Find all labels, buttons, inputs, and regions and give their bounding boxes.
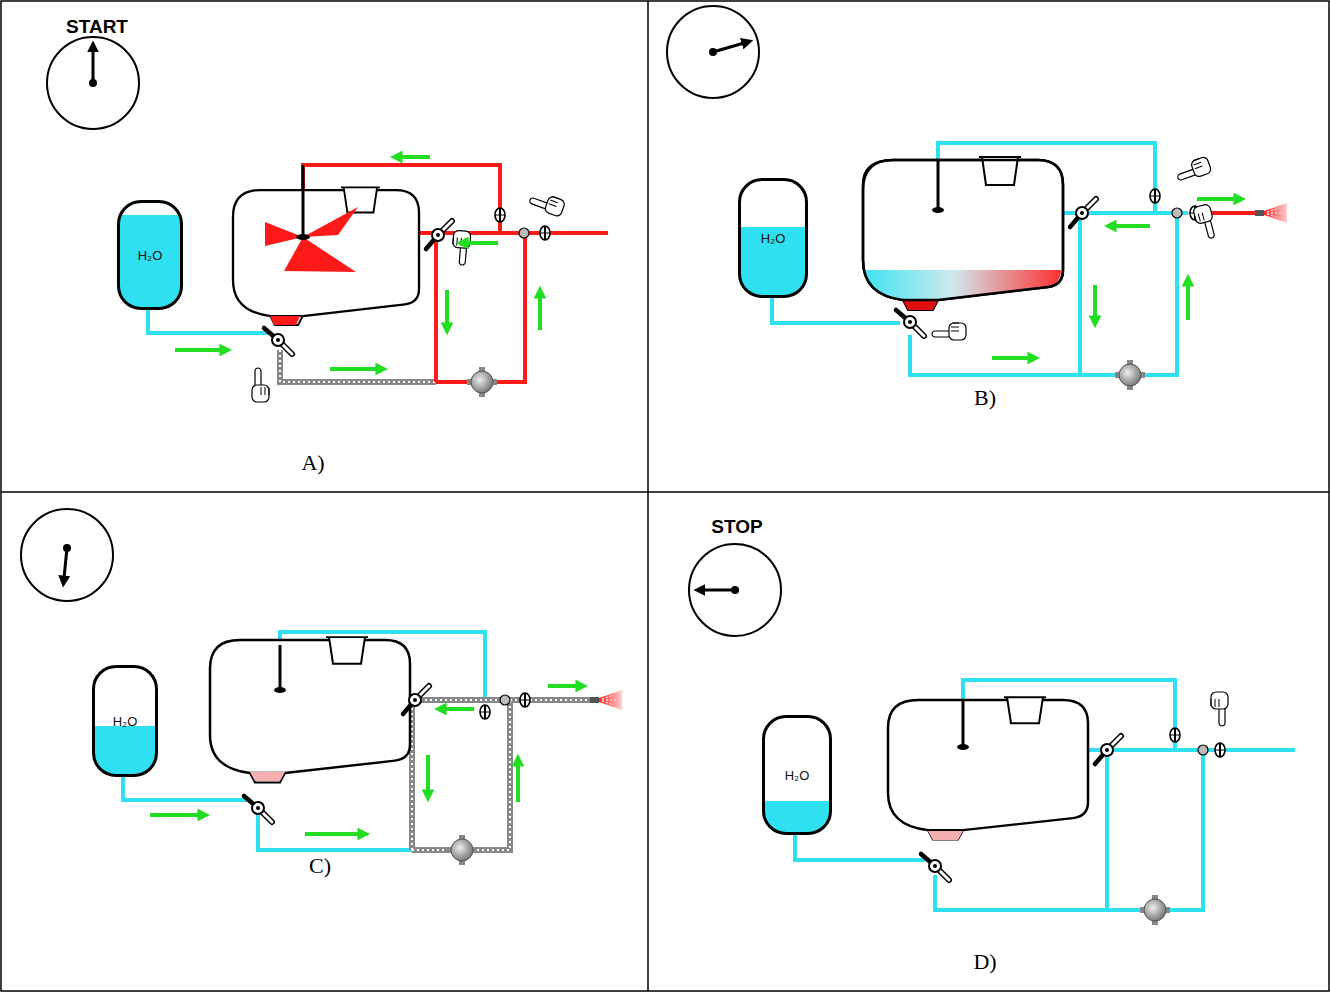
- water-tank: H₂O: [738, 178, 808, 298]
- clock-caption: STOP: [711, 516, 762, 538]
- tank-label: H₂O: [113, 714, 138, 729]
- water-tank: H₂O: [762, 715, 832, 835]
- tank-label: H₂O: [761, 231, 786, 246]
- panel-letter: D): [973, 949, 996, 975]
- panel-letter: A): [301, 450, 324, 476]
- tank-label: H₂O: [785, 768, 810, 783]
- tank-label: H₂O: [138, 248, 163, 263]
- panel-letter: C): [309, 853, 331, 879]
- water-tank: H₂O: [117, 200, 183, 310]
- water-tank: H₂O: [92, 665, 158, 777]
- clock-caption: START: [66, 16, 128, 38]
- panel-letter: B): [974, 385, 996, 411]
